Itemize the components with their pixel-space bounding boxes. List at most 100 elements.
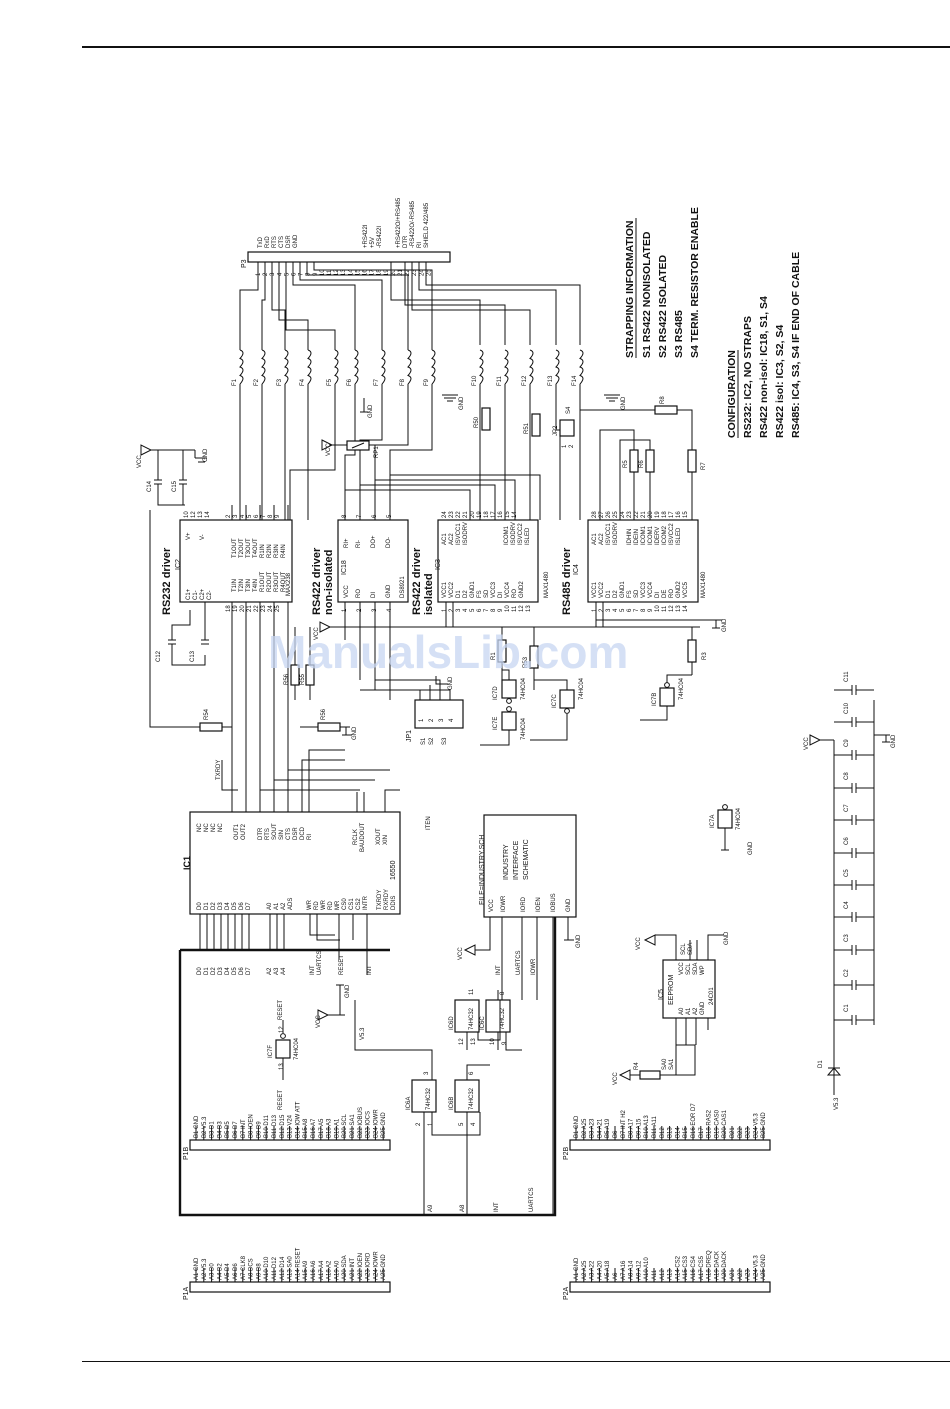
svg-text:7: 7 bbox=[634, 608, 640, 612]
svg-text:IC4: IC4 bbox=[573, 564, 580, 575]
svg-text:GND1: GND1 bbox=[620, 581, 626, 598]
svg-text:A19 DACK: A19 DACK bbox=[714, 1251, 720, 1280]
svg-text:VCC: VCC bbox=[489, 899, 495, 912]
connector-pin: A10 D10 bbox=[264, 1256, 270, 1282]
jp1-jumper: JP1 1 2 3 4 S1 S2 S3 GND bbox=[360, 676, 464, 745]
p3-pin-number: 15 bbox=[355, 269, 361, 276]
p3-pin-number: 1 bbox=[256, 272, 262, 276]
svg-text:F9: F9 bbox=[424, 378, 430, 386]
svg-text:4: 4 bbox=[471, 1122, 477, 1126]
svg-text:B1 GND: B1 GND bbox=[574, 1115, 580, 1138]
svg-text:S3 RS485: S3 RS485 bbox=[673, 310, 685, 358]
svg-text:74HC32: 74HC32 bbox=[426, 1087, 432, 1110]
svg-text:RI-: RI- bbox=[356, 540, 362, 548]
svg-text:VCC4: VCC4 bbox=[648, 581, 654, 598]
svg-text:20: 20 bbox=[240, 605, 246, 612]
connector-pin: B9 D9 bbox=[256, 1121, 262, 1140]
ferrite-f11: F11 bbox=[497, 349, 509, 386]
svg-text:-RS422O/-RS485: -RS422O/-RS485 bbox=[410, 200, 416, 248]
svg-text:F10: F10 bbox=[472, 375, 478, 386]
svg-text:B11 A11: B11 A11 bbox=[652, 1116, 658, 1138]
svg-text:17: 17 bbox=[669, 511, 675, 518]
connector-pin: A7 CLK8 bbox=[241, 1255, 247, 1282]
ferrite-f2: F2 bbox=[254, 349, 266, 386]
svg-text:B8 IOEN: B8 IOEN bbox=[249, 1114, 255, 1138]
svg-text:8: 8 bbox=[500, 991, 506, 995]
svg-text:21: 21 bbox=[247, 605, 253, 612]
svg-text:DSR: DSR bbox=[286, 235, 292, 248]
svg-text:GND: GND bbox=[293, 234, 299, 248]
svg-text:D4: D4 bbox=[225, 902, 231, 910]
connector-pin: B11 A11 bbox=[652, 1116, 658, 1140]
svg-text:2: 2 bbox=[226, 514, 232, 518]
svg-text:V5.3: V5.3 bbox=[834, 1097, 840, 1110]
connector-pin: B3 D1 bbox=[210, 1121, 216, 1140]
interface-schematic-block: FILE=INDUSTRY.SCH INDUSTRY INTERFACE SCH… bbox=[458, 814, 582, 1215]
svg-text:B14: B14 bbox=[675, 1127, 681, 1138]
svg-text:INT: INT bbox=[310, 965, 316, 975]
connector-pin: B2 V5.3 bbox=[202, 1116, 208, 1140]
svg-text:T1IN: T1IN bbox=[232, 579, 238, 592]
p3-pin-number: 23 bbox=[412, 269, 418, 276]
svg-text:CS1: CS1 bbox=[349, 898, 355, 910]
connector-pin: A18 DREQ bbox=[707, 1250, 713, 1282]
ic18-rs422-non-isolated: RS422 driver non-isolated IC18 DS8921 VC… bbox=[311, 519, 409, 700]
svg-text:11: 11 bbox=[512, 605, 518, 612]
svg-text:1: 1 bbox=[419, 718, 425, 722]
svg-text:F12: F12 bbox=[522, 375, 528, 386]
svg-text:SD: SD bbox=[634, 589, 640, 598]
connector-pin: A12 D14 bbox=[280, 1256, 286, 1282]
svg-text:7: 7 bbox=[357, 514, 363, 518]
svg-text:6: 6 bbox=[469, 1071, 475, 1075]
ferrite-f5: F5 bbox=[327, 349, 339, 386]
svg-text:9: 9 bbox=[498, 608, 504, 612]
svg-text:B24 V5.3: B24 V5.3 bbox=[753, 1113, 759, 1138]
svg-text:ISVCC1: ISVCC1 bbox=[456, 523, 462, 545]
svg-text:14: 14 bbox=[512, 511, 518, 518]
svg-text:RTS: RTS bbox=[265, 828, 271, 840]
svg-text:D4: D4 bbox=[225, 967, 231, 975]
svg-text:IC7E: IC7E bbox=[493, 717, 499, 730]
p3-wires bbox=[239, 262, 581, 350]
svg-text:A20 SDA: A20 SDA bbox=[342, 1255, 348, 1280]
svg-text:B7 INT: B7 INT bbox=[241, 1119, 247, 1138]
svg-text:1: 1 bbox=[428, 1122, 434, 1126]
connector-pin: A5 D4 bbox=[225, 1263, 231, 1282]
p3-pin-number: 13 bbox=[341, 269, 347, 276]
svg-text:A8 DCS: A8 DCS bbox=[249, 1258, 255, 1280]
connector-pin: B15 bbox=[683, 1126, 689, 1140]
p3-pin-number: 5 bbox=[284, 272, 290, 276]
svg-text:11: 11 bbox=[662, 605, 668, 612]
svg-text:VCC: VCC bbox=[679, 962, 685, 975]
svg-text:INT: INT bbox=[496, 965, 502, 975]
svg-text:4: 4 bbox=[449, 718, 455, 722]
svg-text:B6 D7: B6 D7 bbox=[233, 1121, 239, 1138]
svg-text:10: 10 bbox=[184, 511, 190, 518]
svg-text:CS0: CS0 bbox=[342, 898, 348, 910]
svg-text:A6 D6: A6 D6 bbox=[233, 1263, 239, 1280]
svg-text:DS8921: DS8921 bbox=[400, 576, 406, 598]
svg-text:B1 GND: B1 GND bbox=[194, 1115, 200, 1138]
svg-text:GND: GND bbox=[621, 396, 627, 410]
svg-text:ISODRV: ISODRV bbox=[511, 522, 517, 545]
svg-text:RS232 driver: RS232 driver bbox=[161, 547, 173, 615]
svg-text:VCC4: VCC4 bbox=[505, 581, 511, 598]
svg-text:A0: A0 bbox=[267, 902, 273, 910]
svg-text:A8 A14: A8 A14 bbox=[629, 1260, 635, 1280]
connector-pin: A16 A6 bbox=[311, 1260, 317, 1282]
svg-text:FS: FS bbox=[627, 590, 633, 598]
svg-text:C9: C9 bbox=[844, 739, 850, 747]
svg-text:F6: F6 bbox=[347, 378, 353, 386]
connector-pin: B13 bbox=[668, 1126, 674, 1140]
svg-text:STRAPPING INFORMATION: STRAPPING INFORMATION bbox=[624, 221, 636, 358]
svg-text:ISVCC1: ISVCC1 bbox=[606, 523, 612, 545]
svg-text:A11 D12: A11 D12 bbox=[272, 1256, 278, 1280]
svg-text:P3: P3 bbox=[241, 259, 248, 268]
svg-text:C3: C3 bbox=[844, 934, 850, 942]
svg-text:MR: MR bbox=[335, 900, 341, 910]
svg-text:DO-: DO- bbox=[386, 537, 392, 548]
connector-pin: B6 bbox=[613, 1126, 619, 1140]
svg-text:VCC: VCC bbox=[804, 737, 810, 750]
svg-text:A11: A11 bbox=[652, 1269, 658, 1280]
